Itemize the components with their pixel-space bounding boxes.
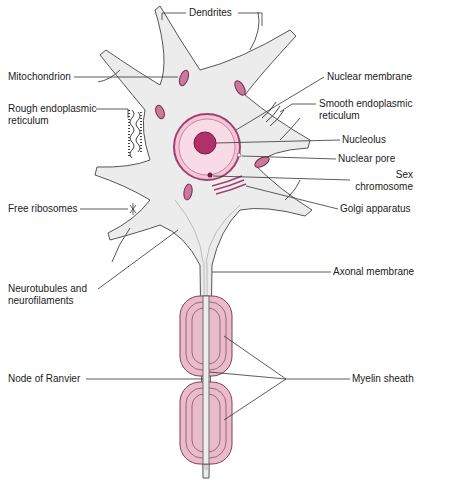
sex-chromosome — [208, 173, 213, 178]
leader-lines — [74, 13, 350, 420]
smooth-er-membrane — [262, 102, 284, 126]
rough-er-membrane — [130, 110, 134, 158]
part-label: Nuclear membrane — [327, 71, 447, 83]
leader-line — [213, 176, 350, 180]
part-label: Sex chromosome — [353, 169, 413, 193]
leader-line — [74, 77, 178, 78]
nuclear-pore — [237, 153, 241, 157]
leader-line — [216, 140, 340, 143]
mitochondria — [154, 69, 271, 200]
golgi-cisterna — [212, 176, 246, 194]
part-label: Rough endoplasmic reticulum — [8, 103, 100, 127]
nucleolus — [194, 132, 216, 154]
part-label: Smooth endoplasmic reticulum — [319, 98, 419, 122]
rough-er-membrane — [129, 110, 141, 158]
part-label: Dendrites — [189, 7, 249, 19]
part-label: Nuclear pore — [338, 153, 438, 165]
part-label: Nucleolus — [342, 134, 442, 146]
mitochondrion — [178, 69, 191, 87]
leader-line — [86, 379, 203, 380]
part-label: Mitochondrion — [8, 71, 98, 83]
rough-er-membrane — [136, 112, 140, 152]
rough-er — [129, 110, 141, 158]
free-ribosomes — [130, 203, 136, 215]
part-label: Axonal membrane — [333, 266, 443, 278]
mitochondrion — [233, 79, 248, 97]
mitochondrion — [154, 104, 166, 120]
leader-line — [236, 77, 324, 130]
golgi-apparatus — [212, 176, 246, 194]
leader-line — [96, 109, 128, 118]
mitochondrion — [183, 183, 194, 200]
myelin — [180, 296, 232, 464]
leader-line — [212, 272, 331, 273]
smooth-er — [262, 102, 284, 126]
neurofilament — [175, 200, 240, 470]
part-label: Node of Ranvier — [8, 373, 98, 385]
part-label: Neurotubules and neurofilaments — [8, 283, 98, 307]
part-label: Myelin sheath — [352, 373, 452, 385]
nuclear-membrane — [174, 114, 240, 180]
part-label: Golgi apparatus — [340, 203, 440, 215]
dendrite-branch — [98, 12, 300, 262]
nucleoplasm — [179, 119, 235, 175]
leader-line — [280, 104, 316, 112]
part-label: Free ribosomes — [8, 203, 98, 215]
leader-line — [98, 230, 178, 289]
axon — [203, 296, 209, 464]
nucleus — [174, 114, 241, 180]
leader-line — [246, 186, 338, 209]
leader-line — [80, 209, 128, 210]
leader-line — [209, 336, 350, 420]
ribosome-cluster — [130, 203, 136, 215]
leader-line — [242, 156, 336, 159]
